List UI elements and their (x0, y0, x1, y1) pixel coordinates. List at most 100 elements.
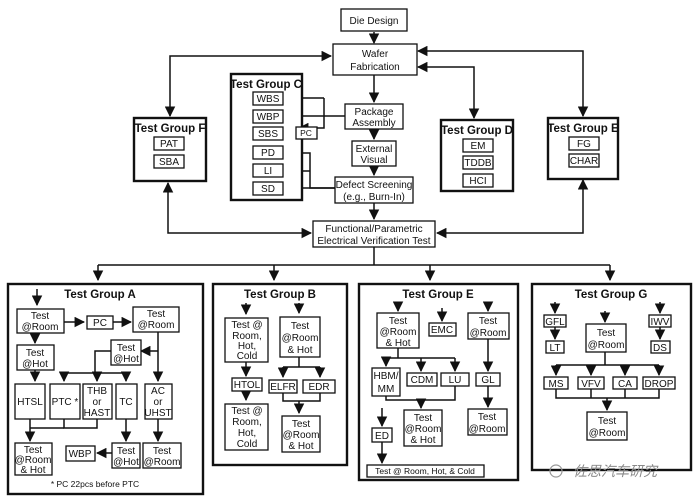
group-d-item-tddb: TDDB (462, 155, 494, 170)
node-label: @Room (380, 327, 417, 338)
node-box (224, 403, 269, 451)
node-label: @Room (405, 424, 442, 435)
node-label: @Room (144, 457, 181, 468)
test-group-e-top: Test Group E FG CHAR (546, 116, 620, 181)
group-g-iwv: IWV (648, 314, 672, 328)
node-label: Test Group F (135, 123, 206, 135)
defect-screening-node: Defect Screening (e.g., Burn-In) (334, 176, 414, 204)
node-label: Test (117, 343, 136, 354)
group-b-test-rh-2: Test@Room& Hot (281, 415, 321, 453)
group-g-test-room-1: Test@Room (585, 323, 627, 353)
node-label: PC (300, 128, 312, 138)
node-label: Test (414, 413, 433, 424)
node-label: Test (24, 445, 43, 456)
node-label: Cold (237, 439, 258, 450)
node-box (16, 344, 55, 371)
node-box (475, 372, 501, 387)
node-box (14, 383, 46, 420)
node-label: Package (355, 107, 394, 118)
group-a-pc: PC (86, 315, 114, 330)
group-e-test-rh-2: Test@Room& Hot (403, 409, 443, 447)
node-box (231, 377, 263, 392)
node-label: Hot, (238, 341, 256, 352)
connector-arrow (416, 45, 589, 118)
test-group-a: Test Group A Test@Room PC Test@Room (6, 282, 205, 496)
node-box (144, 383, 173, 420)
node-box (428, 322, 457, 337)
group-e-ed: ED (371, 427, 393, 443)
group-c-item-wbs: WBS (252, 91, 284, 106)
node-box (281, 415, 321, 453)
test-group-g: Test Group G GFL LT Test@Room IWV DS MS … (530, 282, 693, 472)
node-box (366, 464, 485, 478)
group-a-footnote: * PC 22pcs before PTC (51, 479, 139, 489)
node-box (462, 138, 494, 153)
group-b-elfr: ELFR (268, 379, 298, 394)
node-label: Test (291, 321, 310, 332)
node-label: GL (481, 375, 495, 386)
node-box (650, 340, 671, 354)
node-label: @Hot (113, 457, 139, 468)
top-connectors (92, 32, 616, 282)
node-label: Test Group B (244, 289, 316, 301)
node-label: @Room (138, 320, 175, 331)
group-b-test-rh-1: Test@Room& Hot (279, 316, 321, 358)
connector-arrow (164, 50, 333, 118)
group-g-vfv: VFV (577, 376, 605, 390)
node-box (332, 43, 418, 76)
group-g-lt: LT (545, 340, 565, 354)
node-label: Room, (232, 331, 261, 342)
node-box (440, 372, 470, 387)
group-a-test-hot-2: Test@Hot (110, 339, 142, 366)
node-box (462, 155, 494, 170)
group-b-edr: EDR (302, 379, 336, 394)
node-label: @Hot (113, 354, 139, 365)
group-a-ptc: PTC * (49, 383, 81, 420)
group-a-test-hot-3: Test@Hot (111, 442, 141, 469)
node-label: & Hot (385, 338, 410, 349)
node-box (577, 376, 605, 390)
node-box (371, 427, 393, 443)
group-a-test-room-hot: Test@Room& Hot (14, 442, 53, 476)
node-label: EDR (308, 382, 329, 393)
group-a-tc: TC (115, 383, 138, 420)
connector-arrow (282, 393, 321, 402)
node-box (403, 409, 443, 447)
node-label: & Hot (410, 435, 435, 446)
group-g-ds: DS (650, 340, 671, 354)
node-box (543, 314, 567, 328)
node-label: PTC * (52, 397, 79, 408)
node-box (153, 154, 185, 169)
node-label: SBA (159, 157, 179, 168)
group-e-lu: LU (440, 372, 470, 387)
node-label: Test Group C (230, 79, 302, 91)
node-box (302, 379, 336, 394)
node-label: Test Group E (402, 289, 474, 301)
node-label: CHAR (570, 156, 598, 167)
node-box (142, 442, 182, 469)
node-box (252, 109, 284, 124)
node-label: Test (26, 348, 45, 359)
group-g-drop: DROP (642, 376, 676, 390)
node-label: Test Group G (575, 289, 648, 301)
node-label: @Room (282, 333, 319, 344)
group-a-htsl: HTSL (14, 383, 46, 420)
node-label: EMC (431, 325, 453, 336)
node-label: Test (478, 412, 497, 423)
node-label: Test (597, 328, 616, 339)
connector-arrow (94, 350, 111, 373)
node-box (252, 163, 284, 178)
node-box (340, 8, 408, 32)
group-e-emc: EMC (428, 322, 457, 337)
connector-arrow (435, 178, 589, 239)
group-d-item-em: EM (462, 138, 494, 153)
node-label: PD (261, 148, 275, 159)
node-label: Defect Screening (336, 180, 413, 191)
node-box (268, 379, 298, 394)
node-label: EM (471, 141, 486, 152)
node-label: Hot, (238, 428, 256, 439)
node-box (252, 181, 284, 196)
group-g-ms: MS (543, 376, 569, 390)
node-label: HBM/ (374, 371, 399, 382)
node-label: HTOL (234, 380, 261, 391)
